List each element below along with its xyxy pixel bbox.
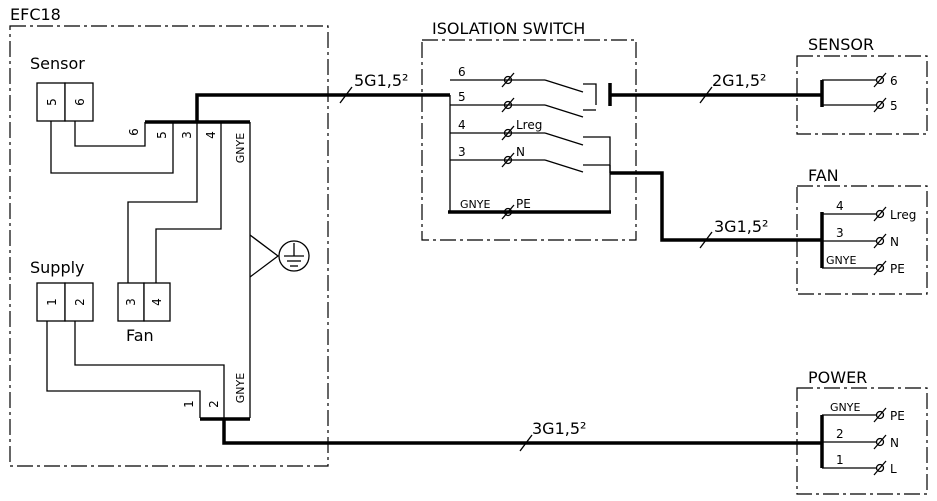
wire-label-2: 2	[207, 400, 221, 408]
switch-out-4	[583, 136, 611, 173]
fan-wire-4: 4	[836, 199, 844, 213]
fan-boundary	[796, 185, 928, 295]
fan-wire-gnye: GNYE	[826, 254, 856, 267]
cable-fan	[610, 171, 822, 242]
cable-power-label: 3G1,5²	[532, 419, 586, 438]
fan-terminal-3-label: 3	[124, 298, 138, 306]
efc18-boundary	[9, 25, 329, 467]
isolation-switch-block: ISOLATION SWITCH 6 5 4 3 Lreg N GNYE PE	[421, 19, 637, 241]
sensor-terminal-6-label: 6	[73, 98, 87, 106]
sensor-terminal-label: Sensor	[30, 54, 85, 73]
power-wire-1: 1	[836, 453, 844, 467]
wire-6	[74, 121, 146, 147]
cable-fan-label: 3G1,5²	[714, 217, 768, 236]
fan-terminal-label: Fan	[126, 326, 154, 345]
wire-label-gnye-top: GNYE	[234, 133, 247, 163]
fan-terminal-4	[143, 282, 171, 322]
power-block: POWER GNYE 2 1 PE N L	[796, 368, 928, 495]
fan-term-n: N	[890, 235, 899, 249]
wire-label-1: 1	[182, 400, 196, 408]
wire-label-5: 5	[155, 131, 169, 139]
switch-clamps	[501, 72, 515, 220]
supply-terminal-label: Supply	[30, 258, 85, 277]
cable-main-tick	[339, 86, 353, 104]
supply-terminal-1-label: 1	[45, 298, 59, 306]
switch-term-3: 3	[458, 145, 466, 159]
power-term-pe: PE	[890, 409, 905, 423]
switch-term-n: N	[516, 145, 525, 159]
switch-term-pe: PE	[516, 197, 531, 211]
wire-label-6: 6	[127, 128, 141, 136]
cable-power	[222, 419, 822, 445]
sensor-block: SENSOR 6 5	[796, 35, 928, 135]
sensor-terminal-5-label: 5	[45, 98, 59, 106]
fan-title: FAN	[808, 166, 839, 185]
wire-label-3: 3	[180, 131, 194, 139]
wire-3	[127, 122, 198, 283]
wire-4	[155, 122, 222, 283]
sensor-terminal-6	[64, 82, 94, 122]
wire-label-4: 4	[204, 131, 218, 139]
wire-5	[50, 121, 174, 174]
switch-contact-3	[544, 159, 584, 173]
power-term-l: L	[890, 462, 897, 476]
power-title: POWER	[808, 368, 867, 387]
sensor-term-5: 5	[890, 99, 898, 113]
switch-term-lreg: Lreg	[516, 118, 542, 132]
sensor-term-6: 6	[890, 74, 898, 88]
cable-power-tick	[519, 434, 533, 452]
sensor-boundary	[796, 55, 928, 135]
switch-out-6	[583, 83, 597, 105]
fan-term-lreg: Lreg	[890, 208, 916, 222]
switch-contact-6	[544, 79, 584, 93]
isolation-switch-boundary	[421, 39, 637, 241]
isolation-switch-title: ISOLATION SWITCH	[432, 19, 585, 38]
efc18-title: EFC18	[10, 5, 61, 24]
sensor-title: SENSOR	[808, 35, 874, 54]
fan-block: FAN 4 3 GNYE Lreg N PE	[796, 166, 928, 295]
cable-sensor-tick	[699, 86, 713, 104]
switch-contact-5	[544, 104, 584, 118]
power-boundary	[796, 387, 928, 495]
fan-wire-3: 3	[836, 226, 844, 240]
efc18-block: EFC18 Sensor 5 6 Supply 1 2 3 4 Fan 6 5	[9, 5, 329, 467]
switch-term-6: 6	[458, 65, 466, 79]
earth-icon	[278, 240, 310, 272]
wire-2	[74, 321, 225, 418]
supply-terminal-2	[64, 282, 94, 322]
cable-main	[195, 93, 450, 122]
cable-sensor-label: 2G1,5²	[712, 71, 766, 90]
switch-term-5: 5	[458, 90, 466, 104]
fan-term-pe: PE	[890, 262, 905, 276]
wire-1	[46, 321, 201, 418]
power-wire-gnye: GNYE	[830, 401, 860, 414]
switch-contact-4	[544, 132, 584, 146]
power-wire-2: 2	[836, 427, 844, 441]
cable-main-label: 5G1,5²	[354, 71, 408, 90]
fan-terminal-3	[117, 282, 145, 322]
switch-term-gnye: GNYE	[460, 198, 490, 211]
wire-label-gnye-bottom: GNYE	[234, 373, 247, 403]
supply-terminal-2-label: 2	[73, 298, 87, 306]
cable-fan-tick	[699, 231, 713, 249]
switch-term-4: 4	[458, 118, 466, 132]
earth-lead	[249, 234, 280, 278]
power-term-n: N	[890, 436, 899, 450]
fan-terminal-4-label: 4	[150, 298, 164, 306]
